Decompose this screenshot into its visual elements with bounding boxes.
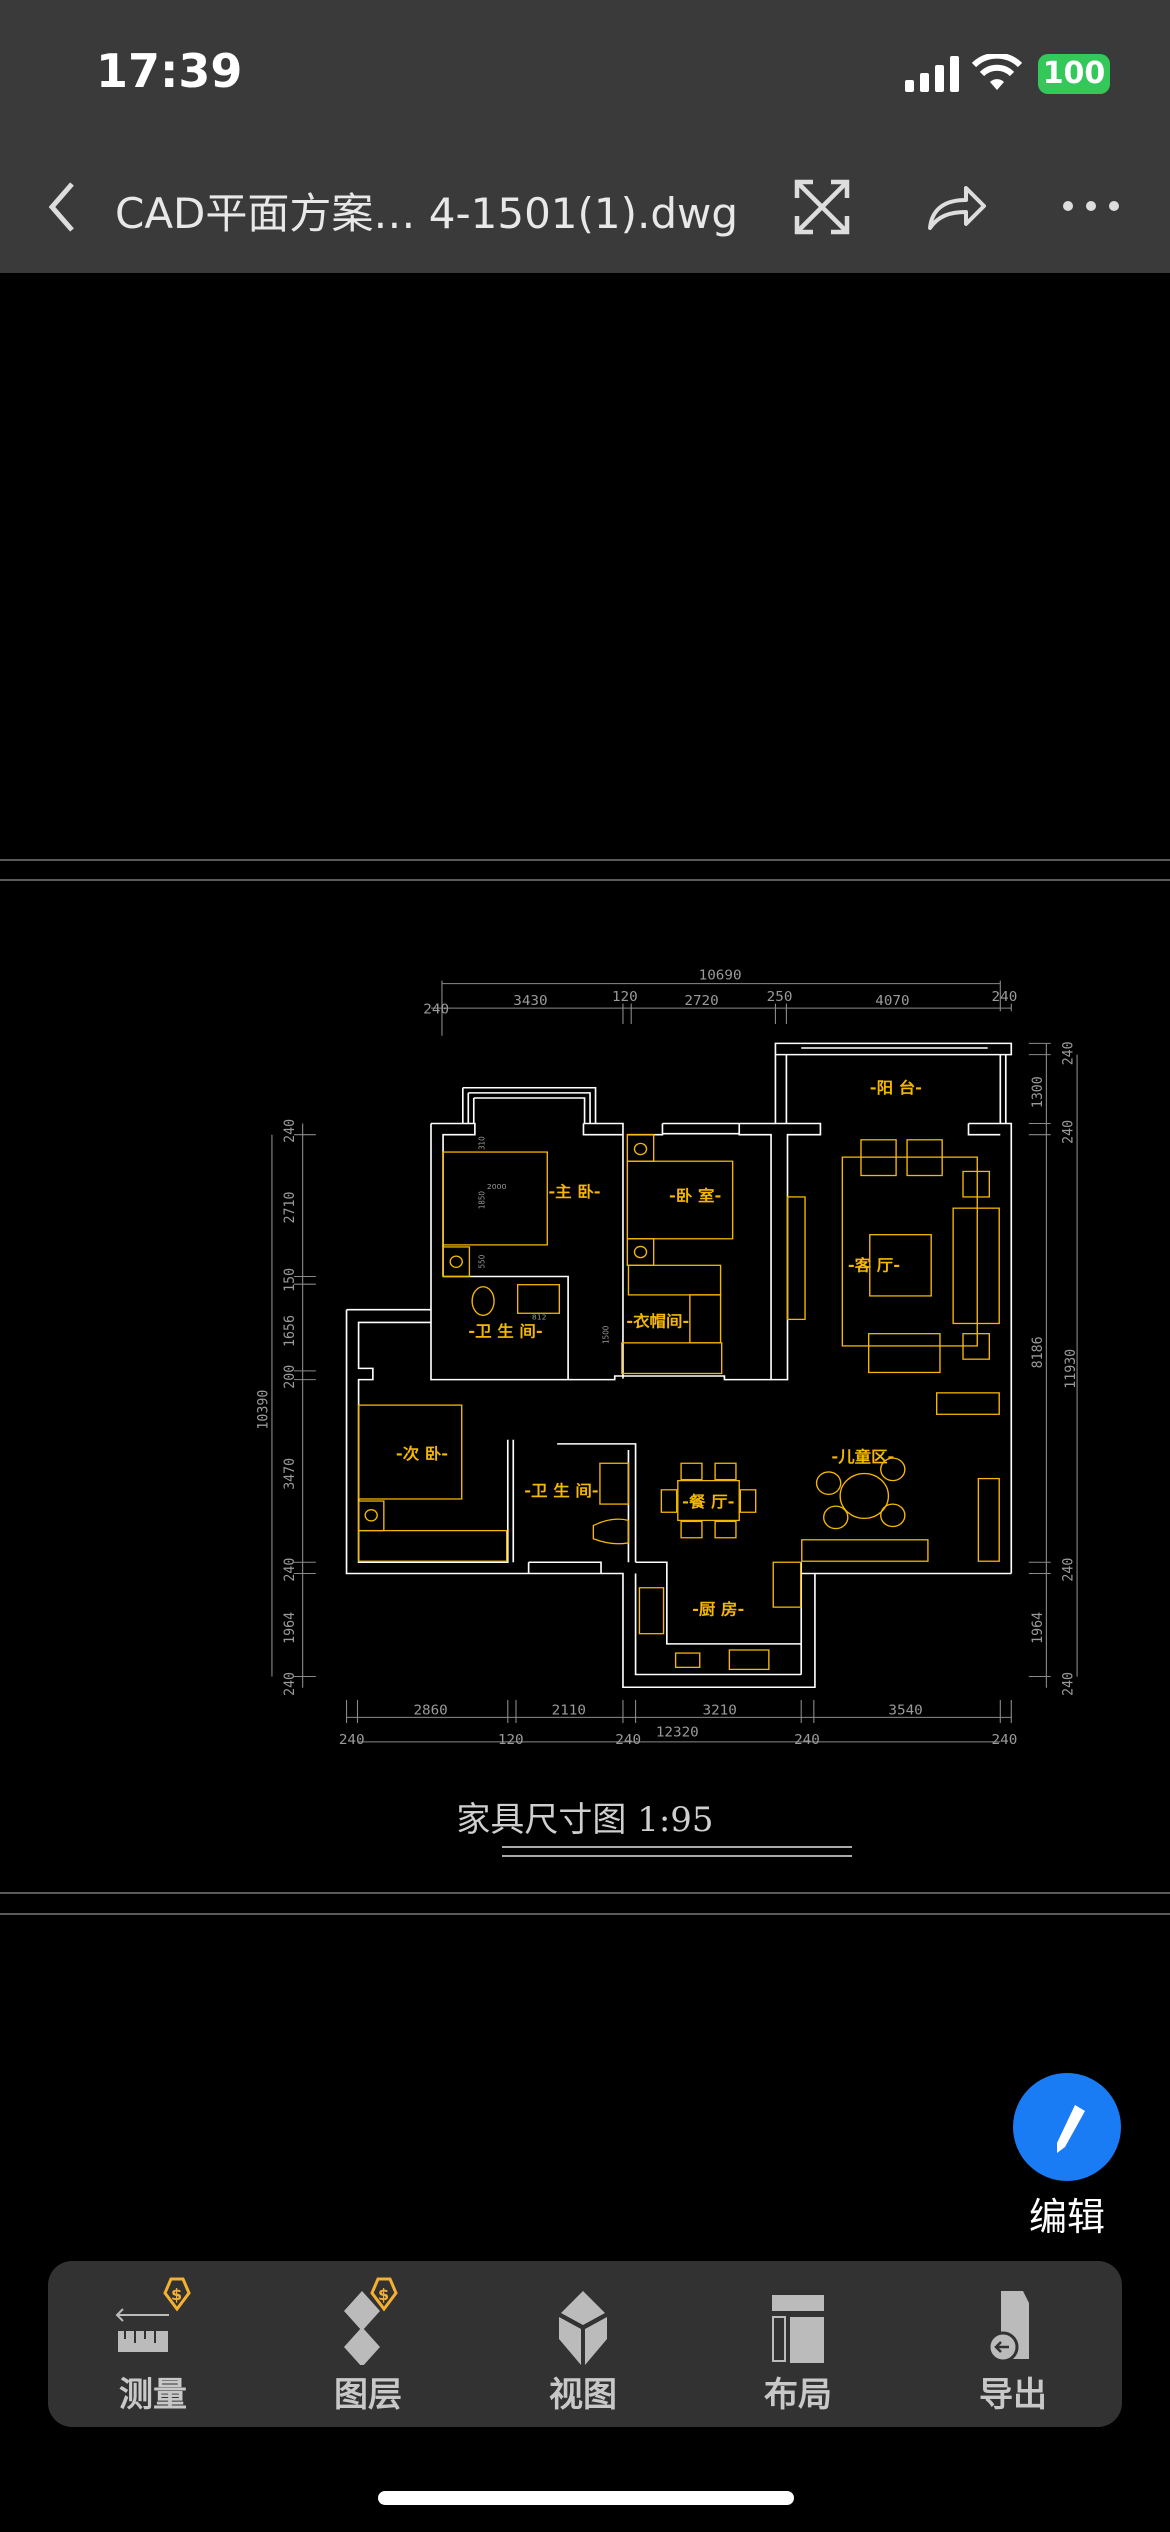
dim-label: 8186: [1030, 1336, 1047, 1368]
dim-label: 10390: [255, 1390, 272, 1430]
more-icon[interactable]: [1062, 198, 1120, 214]
dim-label: 240: [281, 1558, 298, 1582]
battery-indicator: 100: [1038, 54, 1110, 94]
dim-label: 120: [498, 1732, 524, 1747]
dim-label: 240: [423, 1002, 449, 1017]
dim-label: 2860: [413, 1703, 447, 1718]
dim-label: 200: [281, 1365, 298, 1389]
drawing-frame-line: [0, 1892, 1170, 1894]
tool-label: 视图: [549, 2375, 617, 2415]
dim-label: 3210: [702, 1703, 736, 1718]
dim-label: 1850: [477, 1191, 486, 1209]
dim-label: 240: [1060, 1558, 1077, 1582]
room-label: -卫 生 间-: [524, 1481, 598, 1499]
dim-label: 4070: [875, 994, 909, 1009]
inner-dimension-labels: 2000 1850 310 550 812 1500: [477, 1136, 610, 1344]
room-labels: -主 卧- -卧 室- -阳 台- -客 厅- -卫 生 间- -衣帽间- -次…: [396, 1078, 922, 1618]
dim-label: 3540: [888, 1703, 922, 1718]
home-indicator[interactable]: [378, 2491, 794, 2505]
dim-label: 250: [767, 989, 793, 1004]
dim-label: 240: [281, 1119, 298, 1143]
caption-underline: [502, 1846, 852, 1848]
room-label: -主 卧-: [548, 1182, 600, 1200]
back-icon[interactable]: [44, 180, 80, 234]
dim-label: 240: [339, 1732, 365, 1747]
dim-label: 2710: [281, 1192, 298, 1224]
file-title: CAD平面方案… 4-1501(1).dwg: [115, 189, 739, 238]
signal-icon: [905, 56, 959, 92]
dim-label: 550: [477, 1254, 486, 1268]
tool-view[interactable]: 视图: [508, 2261, 658, 2427]
dim-label: 1964: [1030, 1612, 1047, 1644]
ruler-icon: $: [115, 2277, 191, 2354]
dim-label: 3430: [513, 994, 547, 1009]
dim-label: 2000: [487, 1182, 507, 1191]
edit-label[interactable]: 编辑: [1028, 2195, 1105, 2239]
share-icon[interactable]: [926, 180, 988, 232]
dim-label: 240: [1060, 1120, 1077, 1144]
tool-label: 导出: [979, 2375, 1047, 2415]
dim-label: 1300: [1030, 1076, 1047, 1108]
tool-layers[interactable]: $ 图层: [293, 2261, 443, 2427]
tool-label: 图层: [334, 2375, 402, 2415]
dim-label: 1656: [281, 1315, 298, 1347]
room-label: -厨 房-: [692, 1600, 744, 1618]
drawing-frame-line: [0, 879, 1170, 881]
dim-label: 11930: [1062, 1349, 1079, 1389]
dim-label: 3470: [281, 1458, 298, 1490]
tool-layout[interactable]: 布局: [723, 2261, 873, 2427]
dim-label: 1500: [601, 1325, 610, 1343]
dim-label: 1964: [281, 1612, 298, 1644]
dim-label: 240: [1060, 1672, 1077, 1696]
export-icon: [987, 2291, 1029, 2363]
dim-label: 240: [992, 1732, 1018, 1747]
dim-label: 120: [612, 989, 638, 1004]
status-time: 17:39: [96, 44, 243, 98]
premium-badge: $: [171, 2285, 182, 2304]
dim-label: 812: [532, 1313, 547, 1322]
tool-export[interactable]: 导出: [938, 2261, 1088, 2427]
cube-icon: [559, 2291, 607, 2365]
dim-label: 240: [992, 989, 1018, 1004]
dim-label: 240: [281, 1672, 298, 1696]
edit-button[interactable]: [1013, 2073, 1121, 2181]
top-bar: [0, 0, 1170, 273]
layers-icon: $: [344, 2277, 398, 2365]
floor-plan[interactable]: 10690 240 3430 120 2720 250 4070 240 103…: [250, 950, 1110, 1750]
dim-label: 12320: [656, 1725, 699, 1740]
walls: [345, 1042, 1013, 1689]
room-label: -卧 室-: [669, 1187, 721, 1205]
layout-icon: [772, 2295, 824, 2363]
dimension-lines: [271, 980, 1078, 1743]
dim-label: 2720: [684, 994, 718, 1009]
dim-label: 2110: [552, 1703, 586, 1718]
room-label: -餐 厅-: [682, 1493, 734, 1511]
tool-label: 布局: [764, 2375, 832, 2415]
pencil-icon: [1057, 2105, 1085, 2153]
premium-badge: $: [378, 2285, 389, 2304]
tool-measure[interactable]: $ 测量: [78, 2261, 228, 2427]
room-label: -阳 台-: [870, 1078, 922, 1096]
room-label: -客 厅-: [848, 1256, 900, 1274]
room-label: -衣帽间-: [626, 1312, 689, 1330]
dim-label: 150: [281, 1268, 298, 1292]
drawing-frame-line: [0, 1913, 1170, 1915]
wifi-icon: [972, 54, 1022, 90]
caption-underline: [502, 1855, 852, 1857]
dimension-labels: 10690 240 3430 120 2720 250 4070 240 103…: [255, 968, 1079, 1748]
dim-label: 240: [794, 1732, 820, 1747]
room-label: -儿童区-: [831, 1448, 894, 1466]
drawing-caption: 家具尺寸图 1:95: [456, 1800, 714, 1840]
bottom-toolbar: $ 测量 $ 图层 视图 布局 导出: [48, 2261, 1122, 2427]
room-label: -次 卧-: [396, 1445, 448, 1463]
dim-label: 310: [477, 1136, 486, 1150]
room-label: -卫 生 间-: [468, 1322, 542, 1340]
furniture: [357, 1134, 1000, 1671]
dim-label: 10690: [699, 968, 742, 983]
tool-label: 测量: [119, 2375, 187, 2415]
expand-icon[interactable]: [793, 178, 851, 236]
dim-label: 240: [615, 1732, 641, 1747]
drawing-frame-line: [0, 859, 1170, 861]
dim-label: 240: [1060, 1041, 1077, 1065]
